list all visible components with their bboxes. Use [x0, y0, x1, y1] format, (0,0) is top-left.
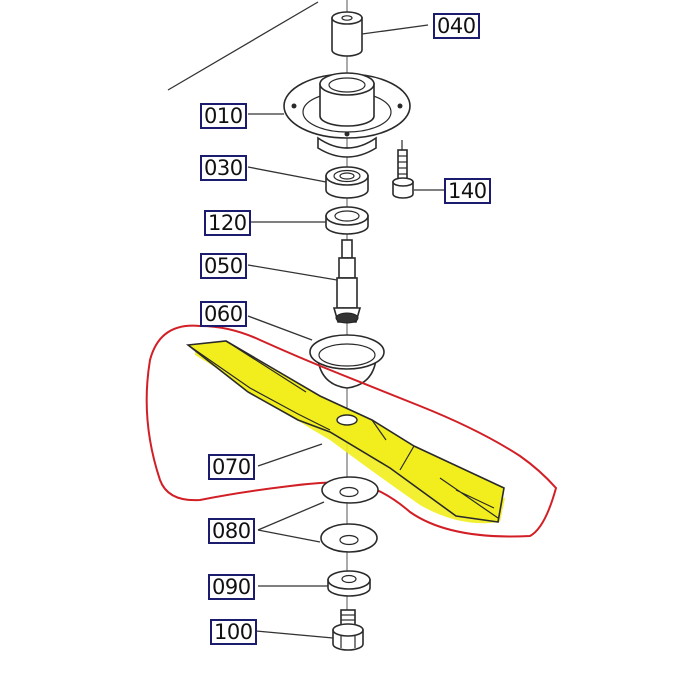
- part-080-washer-bottom[interactable]: [320, 523, 378, 553]
- leader-060: [247, 315, 313, 341]
- leader-050: [247, 264, 338, 281]
- part-080-washer-top[interactable]: [321, 476, 379, 504]
- label-120[interactable]: 120: [204, 210, 251, 236]
- part-040-spacer[interactable]: [331, 11, 363, 57]
- leader-100: [255, 630, 334, 639]
- label-060[interactable]: 060: [200, 301, 247, 327]
- part-010-flange[interactable]: [283, 72, 411, 158]
- label-050[interactable]: 050: [200, 253, 247, 279]
- part-070-blade[interactable]: [185, 340, 505, 524]
- part-140-bolt[interactable]: [392, 140, 414, 199]
- red-annotation-outline: [145, 324, 558, 538]
- part-060-cup[interactable]: [309, 334, 385, 389]
- label-030[interactable]: 030: [200, 155, 247, 181]
- leader-040: [361, 24, 429, 35]
- part-050-shaft[interactable]: [332, 239, 362, 324]
- part-090-washer[interactable]: [327, 570, 371, 597]
- label-100[interactable]: 100: [210, 619, 257, 645]
- label-040[interactable]: 040: [433, 13, 480, 39]
- label-090[interactable]: 090: [208, 574, 255, 600]
- leader-070: [257, 443, 323, 467]
- leader-080b: [257, 529, 321, 543]
- part-120-bearing[interactable]: [325, 206, 369, 235]
- part-100-bolt[interactable]: [332, 609, 364, 651]
- label-070[interactable]: 070: [208, 454, 255, 480]
- leader-030: [247, 166, 327, 183]
- deck-edge-line: [167, 1, 319, 91]
- label-080[interactable]: 080: [208, 518, 255, 544]
- label-010[interactable]: 010: [200, 103, 247, 129]
- label-140[interactable]: 140: [444, 178, 491, 204]
- leader-080a: [257, 501, 325, 531]
- part-030-bearing[interactable]: [325, 166, 369, 199]
